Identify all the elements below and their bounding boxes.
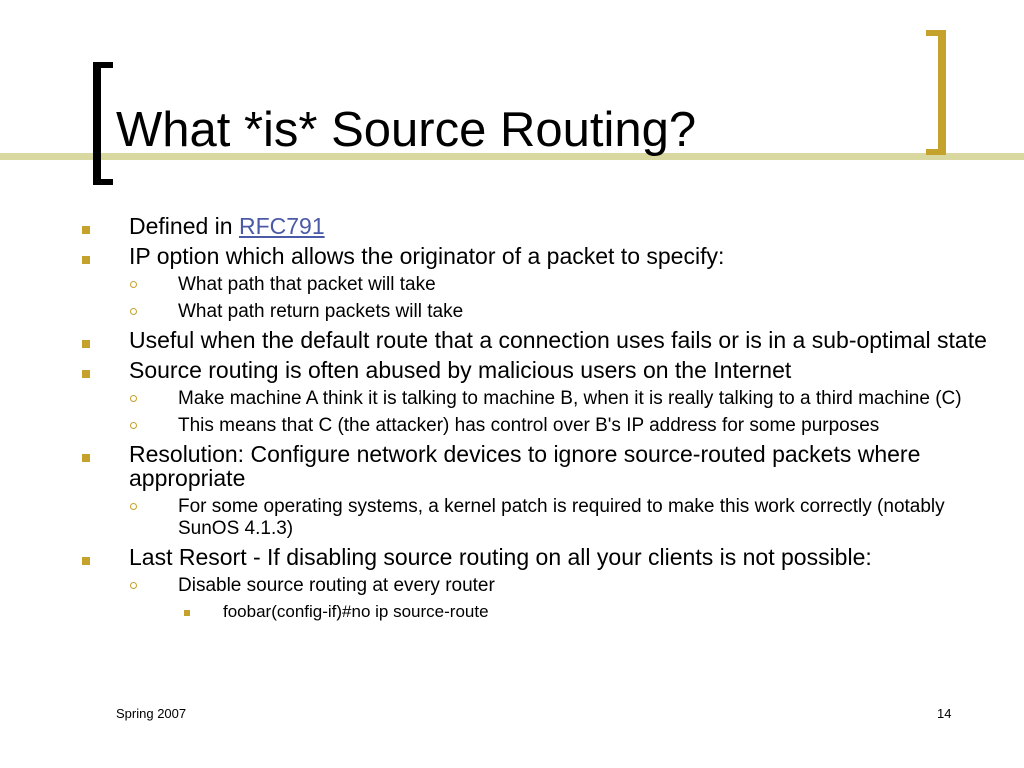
circle-bullet-icon [130, 422, 137, 429]
circle-bullet-icon [130, 503, 137, 510]
bullet-text: Source routing is often abused by malici… [129, 357, 792, 383]
sub-bullet-disable-router: Disable source routing at every router [80, 575, 1000, 597]
square-bullet-icon [82, 557, 90, 565]
bullet-text: What path that packet will take [178, 274, 436, 295]
bullet-text: For some operating systems, a kernel pat… [178, 496, 945, 539]
sub-bullet-path-taken: What path that packet will take [80, 274, 1000, 296]
bullet-text: This means that C (the attacker) has con… [178, 415, 880, 436]
bullet-text: What path return packets will take [178, 301, 464, 322]
sub-sub-bullet-command: foobar(config-if)#no ip source-route [80, 602, 1000, 622]
circle-bullet-icon [130, 281, 137, 288]
right-bracket-decoration [926, 30, 946, 155]
footer-date: Spring 2007 [116, 706, 187, 721]
bullet-text: Make machine A think it is talking to ma… [178, 388, 962, 409]
bullet-text: Resolution: Configure network devices to… [129, 441, 921, 491]
slide-content: Defined in RFC791 IP option which allows… [80, 214, 1000, 626]
bullet-ip-option: IP option which allows the originator of… [80, 244, 1000, 268]
bullet-defined-in: Defined in RFC791 [80, 214, 1000, 238]
bullet-text: Useful when the default route that a con… [129, 327, 987, 353]
square-bullet-icon [82, 454, 90, 462]
square-bullet-icon [184, 610, 190, 616]
square-bullet-icon [82, 370, 90, 378]
bullet-resolution: Resolution: Configure network devices to… [80, 442, 1000, 490]
square-bullet-icon [82, 226, 90, 234]
slide-title: What *is* Source Routing? [116, 103, 697, 157]
square-bullet-icon [82, 256, 90, 264]
circle-bullet-icon [130, 308, 137, 315]
page-number: 14 [937, 706, 952, 721]
rfc791-link[interactable]: RFC791 [238, 213, 325, 239]
title-band [0, 153, 1024, 160]
bullet-text: IP option which allows the originator of… [129, 243, 725, 269]
bullet-text: Defined in [129, 213, 239, 239]
bullet-text: foobar(config-if)#no ip source-route [223, 602, 489, 621]
bullet-text: Last Resort - If disabling source routin… [129, 544, 872, 570]
sub-bullet-kernel-patch: For some operating systems, a kernel pat… [80, 496, 1000, 540]
bullet-abused: Source routing is often abused by malici… [80, 358, 1000, 382]
bullet-text: Disable source routing at every router [178, 575, 495, 596]
bullet-last-resort: Last Resort - If disabling source routin… [80, 545, 1000, 569]
circle-bullet-icon [130, 395, 137, 402]
left-bracket-decoration [93, 62, 113, 185]
bullet-useful-when: Useful when the default route that a con… [80, 328, 1000, 352]
square-bullet-icon [82, 340, 90, 348]
sub-bullet-return-path: What path return packets will take [80, 301, 1000, 323]
circle-bullet-icon [130, 582, 137, 589]
sub-bullet-attacker-control: This means that C (the attacker) has con… [80, 415, 1000, 437]
sub-bullet-machine-a: Make machine A think it is talking to ma… [80, 388, 1000, 410]
